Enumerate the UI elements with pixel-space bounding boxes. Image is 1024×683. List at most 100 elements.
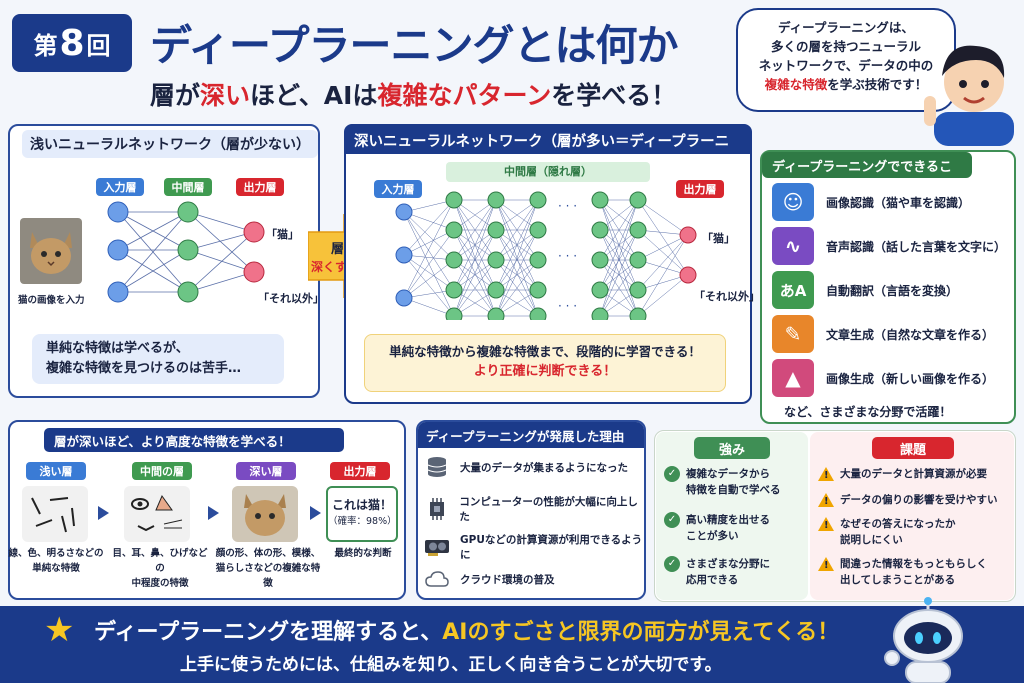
connection-line bbox=[403, 199, 455, 213]
connection-line bbox=[495, 229, 539, 317]
issue-item: ! 大量のデータと計算資源が必要 bbox=[818, 466, 987, 482]
issue-line: 説明しにくい bbox=[840, 534, 903, 546]
hidden-node bbox=[529, 221, 547, 239]
issue-item: ! データの偏りの影響を受けやすい bbox=[818, 492, 998, 508]
issue-item: ! 間違った情報をもっともらしく出してしまうことがある bbox=[818, 556, 987, 588]
stage-caption-shallow: 線、色、明るさなどの 単純な特徴 bbox=[6, 546, 106, 576]
hidden-node bbox=[591, 307, 609, 320]
connection-line bbox=[599, 199, 639, 261]
connection-line bbox=[453, 259, 497, 291]
reason-item: コンピューターの性能が大幅に向上した bbox=[424, 494, 644, 524]
connection-line bbox=[495, 199, 539, 261]
warning-icon: ! bbox=[818, 557, 834, 571]
page-title: ディープラーニングとは何か bbox=[150, 21, 679, 70]
translate-icon: あA bbox=[772, 271, 814, 309]
bubble-line-1: ディープラーニングは、 bbox=[778, 20, 914, 35]
strength-line: 特徴を自動で学べる bbox=[686, 484, 781, 496]
speech-bubble: ディープラーニングは、 多くの層を持つニューラル ネットワークで、データの中の … bbox=[736, 8, 956, 112]
subtitle-part-c: ほど、AIは bbox=[250, 81, 378, 110]
hidden-node bbox=[445, 191, 463, 209]
hidden-node bbox=[591, 221, 609, 239]
footer-line-1: ディープラーニングを理解すると、AIのすごさと限界の両方が見えてくる！ bbox=[94, 614, 839, 646]
strength-item: ✓ さまざまな分野に応用できる bbox=[664, 556, 770, 588]
stage-caption-line-2: 単純な特徴 bbox=[32, 563, 80, 574]
hidden-node bbox=[529, 281, 547, 299]
connection-line bbox=[453, 199, 497, 261]
input-node bbox=[395, 246, 413, 264]
shallow-hidden-tag: 中間層 bbox=[164, 178, 212, 196]
hidden-node bbox=[445, 251, 463, 269]
connection-line bbox=[453, 199, 497, 317]
feature-image-generation: ▲ 画像生成（新しい画像を作る） bbox=[772, 358, 1012, 398]
stage-caption-line-1: 目、耳、鼻、ひげなどの bbox=[112, 548, 208, 574]
hidden-node bbox=[445, 307, 463, 320]
reason-item: 大量のデータが集まるようになった bbox=[424, 456, 644, 478]
reasons-title: ディープラーニングが発展した理由 bbox=[418, 422, 644, 448]
reason-label: 大量のデータが集まるようになった bbox=[460, 461, 628, 474]
footer-line-1b: AIのすごさと限界の両方が見えてくる！ bbox=[442, 620, 840, 645]
hidden-node bbox=[487, 307, 505, 320]
capabilities-footer: など、さまざまな分野で活躍！ bbox=[784, 405, 952, 419]
reason-item: クラウド環境の普及 bbox=[424, 568, 644, 590]
issues-area bbox=[810, 432, 1014, 600]
hidden-node bbox=[445, 281, 463, 299]
connection-line bbox=[599, 229, 639, 317]
issue-line: 出してしまうことがある bbox=[840, 574, 956, 586]
cat-photo bbox=[20, 218, 82, 284]
connection-line bbox=[453, 229, 497, 291]
connection-line bbox=[495, 199, 539, 317]
gpu-card-icon bbox=[424, 536, 450, 558]
shallow-output-tag: 出力層 bbox=[236, 178, 284, 196]
footer-line-2: 上手に使うためには、仕組みを知り、正しく向き合うことが大切です。 bbox=[180, 655, 722, 675]
strength-line: 応用できる bbox=[686, 574, 739, 586]
connection-line bbox=[637, 234, 689, 317]
connection-line bbox=[637, 274, 689, 317]
strengths-area bbox=[656, 432, 808, 600]
check-icon: ✓ bbox=[664, 512, 680, 528]
deep-note-line-2: より正確に判断できる！ bbox=[473, 364, 617, 379]
stage-image-lines bbox=[22, 486, 88, 542]
feature-label: 文章生成（自然な文章を作る） bbox=[826, 327, 995, 342]
connection-line bbox=[403, 211, 455, 261]
connection-line bbox=[637, 274, 689, 291]
connection-line bbox=[403, 211, 455, 231]
shallow-out-other: 「それ以外」 bbox=[258, 292, 324, 305]
connection-line bbox=[495, 199, 539, 231]
reason-label: GPUなどの計算資源が利用できるように bbox=[460, 534, 643, 561]
shallow-input-tag: 入力層 bbox=[96, 178, 144, 196]
connection-line bbox=[495, 199, 539, 291]
feature-speech-recognition: ∿ 音声認識（話した言葉を文字に） bbox=[772, 226, 1012, 266]
shallow-note-line-2: 複雑な特徴を見つけるのは苦手… bbox=[46, 361, 242, 376]
connection-line bbox=[599, 199, 639, 317]
hidden-node bbox=[591, 191, 609, 209]
connection-line bbox=[403, 199, 455, 256]
issue-item: ! なぜその答えになったか説明しにくい bbox=[818, 516, 956, 548]
connection-line bbox=[403, 254, 455, 291]
result-line-1: これは猫！ bbox=[331, 498, 392, 512]
deep-output-tag: 出力層 bbox=[676, 180, 724, 198]
footer-line-1a: ディープラーニングを理解すると、 bbox=[94, 620, 443, 645]
warning-icon: ! bbox=[818, 467, 834, 481]
stage-arrow bbox=[98, 506, 109, 520]
warning-icon: ! bbox=[818, 493, 834, 507]
cloud-icon bbox=[424, 568, 450, 590]
connection-line bbox=[403, 229, 455, 256]
stage-caption-line-1: 線、色、明るさなどの bbox=[8, 548, 104, 559]
feature-image-recognition: ☺ 画像認識（猫や車を認識） bbox=[772, 182, 1012, 222]
issue-line: 間違った情報をもっともらしく bbox=[840, 558, 987, 570]
deep-out-cat: 「猫」 bbox=[702, 232, 735, 245]
deep-hidden-tag: 中間層（隠れ層） bbox=[446, 162, 650, 182]
strength-item: ✓ 高い精度を出せることが多い bbox=[664, 512, 770, 544]
deep-out-other: 「それ以外」 bbox=[694, 290, 760, 303]
subtitle-part-b: 深い bbox=[200, 81, 251, 110]
warning-icon: ! bbox=[818, 517, 834, 531]
badge-number: 8 bbox=[59, 22, 85, 64]
connection-line bbox=[637, 234, 689, 261]
bubble-line-3: ネットワークで、データの中の bbox=[758, 58, 934, 73]
strength-line: ことが多い bbox=[686, 530, 739, 542]
bubble-line-5: を学ぶ技術です！ bbox=[827, 77, 928, 92]
hidden-node bbox=[487, 191, 505, 209]
output-node bbox=[679, 226, 697, 244]
reason-label: コンピューターの性能が大幅に向上した bbox=[459, 496, 638, 523]
database-icon bbox=[424, 456, 450, 478]
